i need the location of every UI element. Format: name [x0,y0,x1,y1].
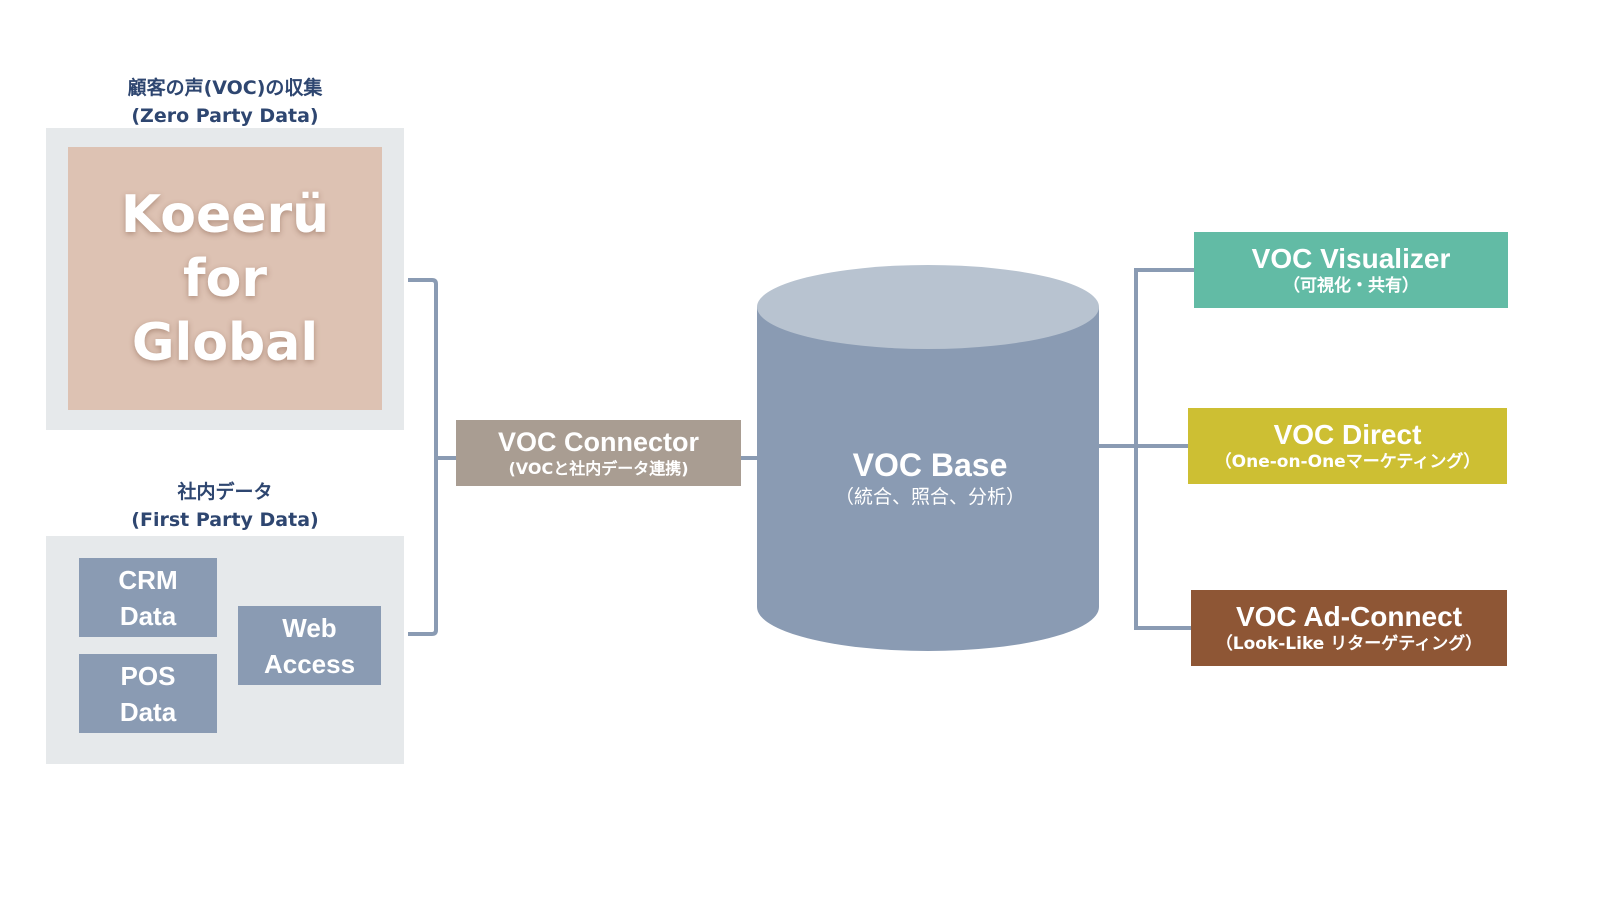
voc-base-label: VOC Base （統合、照合、分析） [760,446,1100,510]
first-party-caption-title: 社内データ [177,481,273,503]
cylinder-body [757,307,1099,651]
koeeru-product-region: Global [131,312,319,373]
web-access-sublabel: Access [263,648,356,679]
voc-connector-subtitle: (VOCと社内データ連携) [508,459,689,478]
pos-data-label: POS [120,660,176,691]
outputs-trunk-line [1134,268,1194,630]
voc-ad-connect-box[interactable]: VOC Ad-Connect （Look-Like リターゲティング） [1191,590,1507,666]
koeeru-product-name: Koeerü [120,184,330,245]
voc-connector-title: VOC Connector [497,427,699,457]
zero-party-caption-title: 顧客の声(VOC)の収集 [127,77,323,99]
zero-party-caption-subtitle: (Zero Party Data) [131,105,319,127]
zero-party-caption: 顧客の声(VOC)の収集 (Zero Party Data) [46,74,404,130]
voc-base-title: VOC Base [852,447,1008,483]
first-party-caption: 社内データ (First Party Data) [46,478,404,534]
cylinder-top [757,265,1099,349]
voc-direct-title: VOC Direct [1273,419,1422,450]
voc-direct-subtitle: （One-on-Oneマーケティング） [1214,452,1481,472]
web-access-label: Web [282,612,337,643]
voc-direct-box[interactable]: VOC Direct （One-on-Oneマーケティング） [1188,408,1507,484]
web-access-tile[interactable]: Web Access [238,606,381,685]
crm-data-label: CRM [118,564,178,595]
koeeru-product-for: for [183,248,267,309]
voc-ad-connect-subtitle: （Look-Like リターゲティング） [1215,634,1483,654]
voc-visualizer-title: VOC Visualizer [1251,243,1451,274]
voc-base-subtitle: （統合、照合、分析） [834,486,1025,508]
pos-data-tile[interactable]: POS Data [79,654,217,733]
voc-visualizer-box[interactable]: VOC Visualizer （可視化・共有） [1194,232,1508,308]
voc-connector-box[interactable]: VOC Connector (VOCと社内データ連携) [456,420,741,486]
voc-visualizer-subtitle: （可視化・共有） [1283,276,1419,296]
first-party-caption-subtitle: (First Party Data) [131,509,319,531]
koeeru-product-box[interactable]: Koeerü for Global [68,147,382,410]
left-bracket-line [408,278,438,636]
crm-data-sublabel: Data [119,600,177,631]
voc-ad-connect-title: VOC Ad-Connect [1235,601,1463,632]
crm-data-tile[interactable]: CRM Data [79,558,217,637]
pos-data-sublabel: Data [119,696,177,727]
voc-base-cylinder[interactable] [750,255,1110,655]
